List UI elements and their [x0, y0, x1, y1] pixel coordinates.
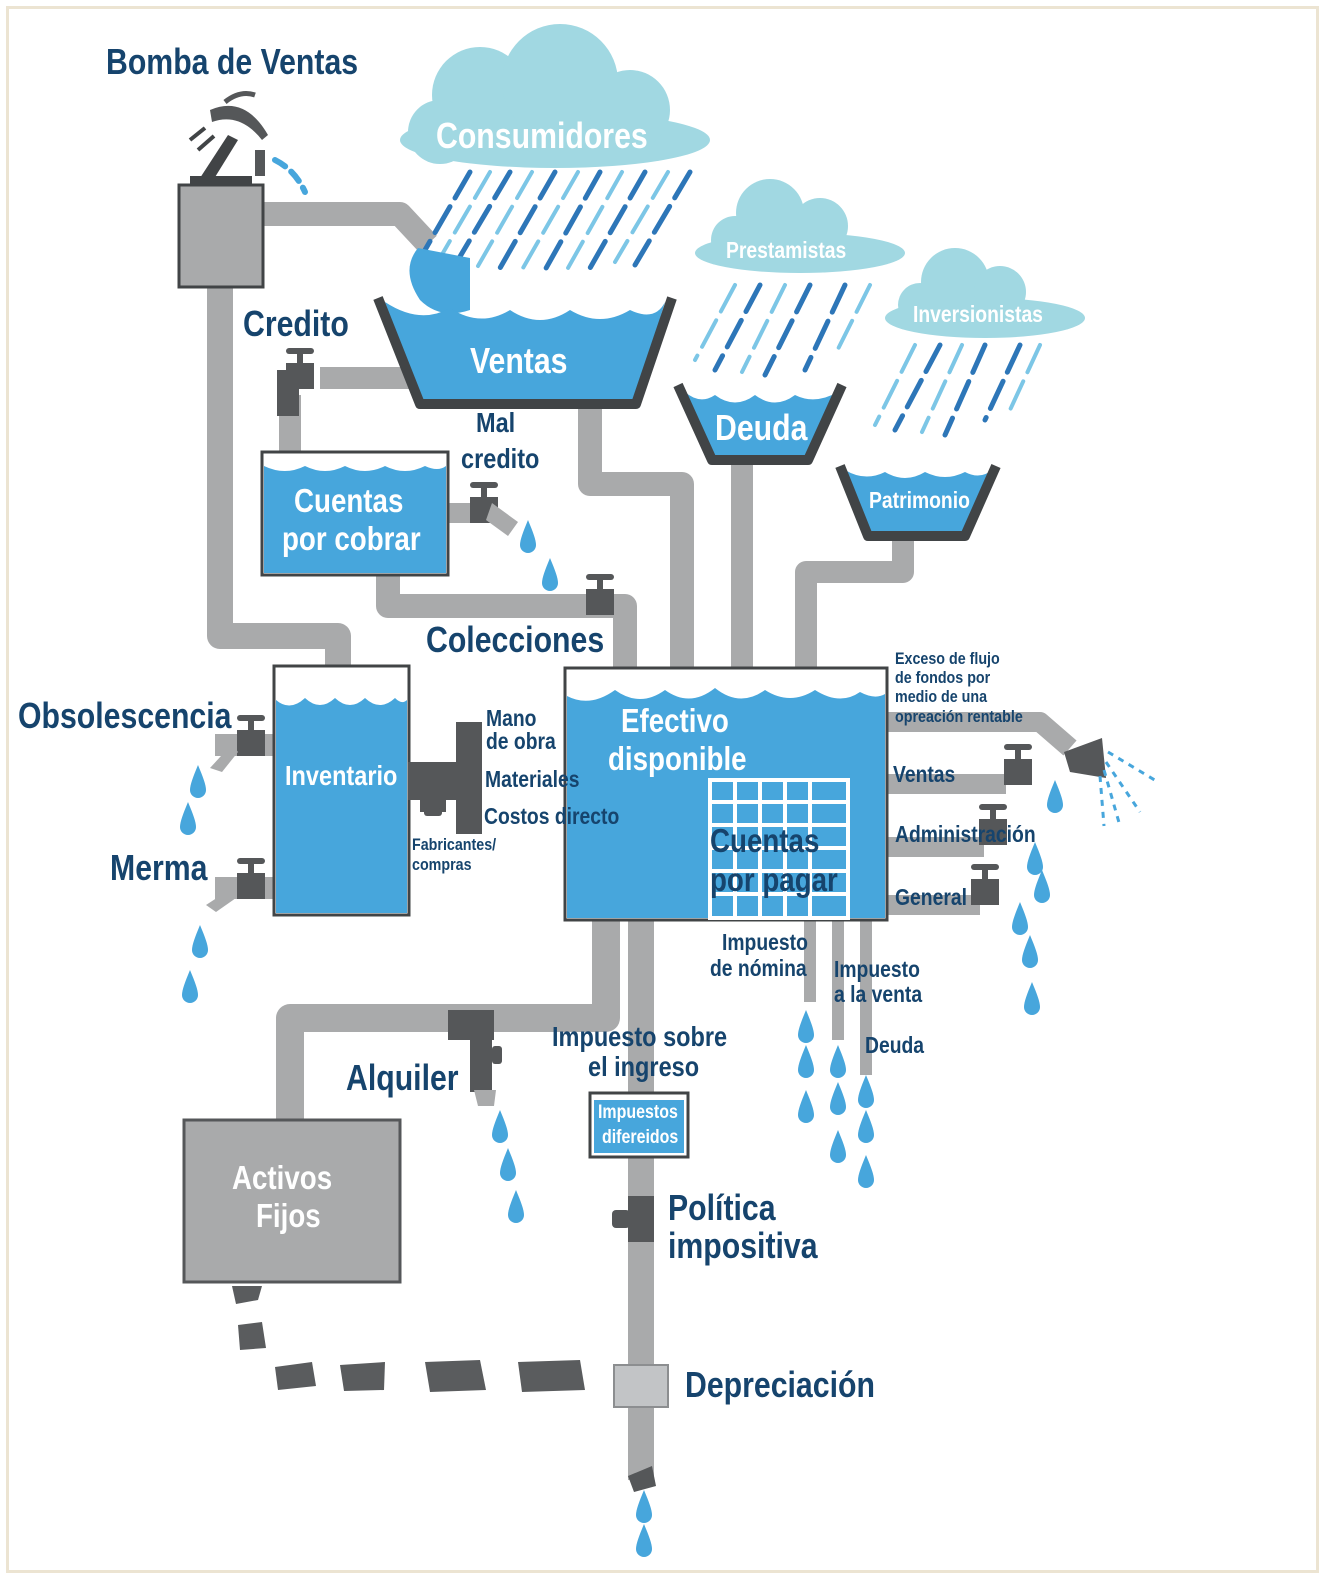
label-colecciones: Colecciones [426, 619, 605, 660]
label-deuda-tank: Deuda [715, 407, 808, 448]
ventas-tank [373, 296, 677, 409]
credit-elbow [277, 370, 299, 416]
label-impuestos-diferidos-2: difereidos [602, 1127, 679, 1148]
manufacturing-connector [408, 722, 482, 834]
label-cuentas-por-cobrar-1: Cuentas [294, 482, 404, 519]
label-administracion: Administración [895, 821, 1036, 847]
valve-icon [237, 715, 265, 756]
label-impuesto-ingreso-1: Impuesto sobre [552, 1021, 728, 1052]
label-exceso-1: Exceso de flujo [895, 649, 1000, 668]
label-politica-1: Política [668, 1187, 776, 1228]
label-bomba-de-ventas: Bomba de Ventas [106, 41, 359, 82]
clouds [400, 24, 1085, 338]
label-impuesto-venta-2: a la venta [834, 981, 923, 1007]
label-efectivo-1: Efectivo [621, 702, 729, 739]
label-prestamistas: Prestamistas [726, 237, 847, 263]
label-mano-de-obra-1: Mano [486, 705, 537, 731]
valve-icon [971, 864, 999, 905]
impuestos-diferidos-tank [588, 1091, 690, 1159]
valves [206, 348, 1106, 1492]
label-fabricantes-2: compras [412, 855, 472, 874]
activos-fijos-box [182, 1118, 402, 1284]
label-inversionistas: Inversionistas [913, 301, 1043, 327]
label-costos-directo: Costos directo [484, 803, 620, 829]
crumbling-assets [232, 1286, 585, 1392]
label-consumidores: Consumidores [436, 115, 648, 156]
label-exceso-3: medio de una [895, 687, 988, 706]
label-impuesto-nomina-1: Impuesto [722, 929, 808, 955]
label-cuentas-por-cobrar-2: por cobrar [282, 520, 421, 557]
label-deuda-out: Deuda [865, 1032, 925, 1058]
label-impuestos-diferidos-1: Impuestos [598, 1102, 678, 1123]
label-activos-fijos-1: Activos [232, 1159, 333, 1196]
label-obsolescencia: Obsolescencia [18, 695, 232, 736]
deuda-tank [673, 382, 847, 465]
label-depreciacion: Depreciación [685, 1364, 875, 1405]
label-cuentas-por-pagar-1: Cuentas [710, 822, 820, 859]
valve-icon [1004, 744, 1032, 785]
label-cuentas-por-pagar-2: por pagar [710, 861, 838, 898]
cloud-prestamistas [695, 179, 905, 273]
shower-spray [1098, 750, 1159, 827]
rain [422, 169, 1042, 438]
label-impuesto-ingreso-2: el ingreso [588, 1051, 700, 1082]
label-inventario: Inventario [285, 760, 398, 791]
valve-icon [586, 574, 614, 615]
cuentas-por-pagar-grid [708, 778, 850, 920]
label-exceso-2: de fondos por [895, 668, 991, 687]
label-materiales: Materiales [485, 766, 580, 792]
label-alquiler: Alquiler [346, 1057, 459, 1098]
label-efectivo-2: disponible [608, 740, 747, 777]
label-mal-credito-1: Mal [476, 407, 516, 438]
pump-icon [177, 91, 308, 289]
cloud-inversionistas [885, 248, 1085, 338]
efectivo-tank [563, 666, 889, 922]
label-patrimonio: Patrimonio [869, 487, 970, 513]
depreciacion-box [613, 1364, 669, 1408]
label-activos-fijos-2: Fijos [256, 1197, 321, 1234]
cloud-consumidores [400, 24, 710, 168]
patrimonio-tank [835, 463, 1001, 541]
label-impuesto-nomina-2: de nómina [710, 955, 807, 981]
label-merma: Merma [110, 847, 208, 888]
label-ventas-tank: Ventas [470, 340, 568, 381]
label-ventas-out: Ventas [893, 761, 956, 787]
label-fabricantes-1: Fabricantes/ [412, 835, 497, 854]
label-general: General [895, 884, 967, 910]
label-politica-2: impositiva [668, 1225, 818, 1266]
valve-icon [237, 858, 265, 899]
inventario-tank [272, 664, 411, 917]
label-mano-de-obra-2: de obra [486, 728, 556, 754]
label-mal-credito-2: credito [461, 443, 540, 474]
pour-stream [409, 248, 470, 314]
label-exceso-4: opreación rentable [895, 707, 1023, 726]
diagram-frame [6, 6, 1319, 1573]
label-credito: Credito [243, 303, 349, 344]
label-impuesto-venta-1: Impuesto [834, 956, 920, 982]
cuentas-por-cobrar-tank [260, 450, 450, 577]
